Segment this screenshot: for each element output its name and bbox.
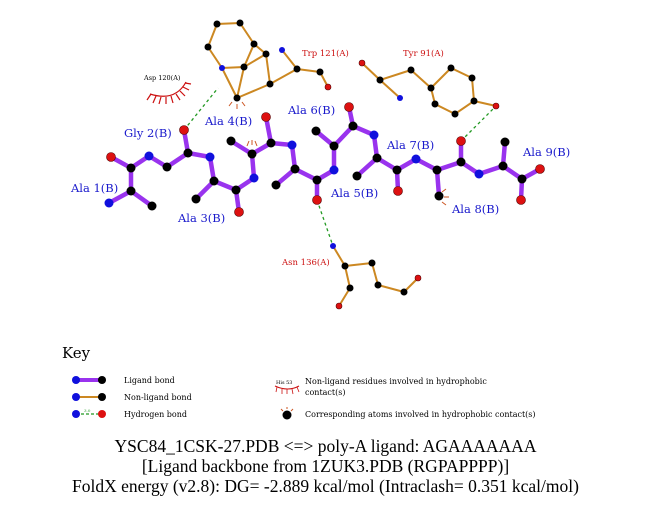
label-gly2: Gly 2(B) [124, 126, 172, 140]
label-asp120: Asp 120(A) [143, 74, 181, 82]
label-ala5: Ala 5(B) [330, 186, 378, 200]
svg-text:His 53: His 53 [276, 380, 292, 386]
hydrogen-bonds [183, 87, 497, 247]
label-ala1: Ala 1(B) [70, 181, 118, 195]
label-ala6: Ala 6(B) [287, 103, 335, 117]
key-ligand-bond: Ligand bond [72, 376, 175, 385]
key-hydrophobic-atoms: Corresponding atoms involved in hydropho… [280, 407, 536, 420]
label-tyr91: Tyr 91(A) [403, 48, 444, 59]
svg-text:Hydrogen bond: Hydrogen bond [124, 410, 187, 419]
key-hydrophobic-residue: His 53 Non-ligand residues involved in h… [274, 377, 487, 397]
label-trp121: Trp 121(A) [302, 48, 349, 59]
label-ala4: Ala 4(B) [204, 114, 252, 128]
svg-text:Corresponding atoms involved i: Corresponding atoms involved in hydropho… [305, 410, 536, 419]
label-asn136: Asn 136(A) [281, 257, 330, 268]
svg-text:Ligand bond: Ligand bond [124, 376, 175, 385]
carbon-atoms [126, 19, 527, 296]
label-ala3: Ala 3(B) [177, 211, 225, 225]
hydrophobic-atom-spokes [228, 101, 449, 206]
label-ala8: Ala 8(B) [451, 202, 499, 216]
caption-line-1: YSC84_1CSK-27.PDB <=> poly-A ligand: AGA… [114, 436, 537, 456]
hydrophobic-residue-asp120 [146, 81, 192, 105]
key-title: Key [62, 344, 91, 362]
key-non-ligand-bond: Non-ligand bond [72, 393, 192, 402]
svg-text:3.0: 3.0 [84, 408, 91, 413]
label-ala7: Ala 7(B) [386, 138, 434, 152]
nitrogen-atoms [104, 47, 484, 249]
ligand-bonds [106, 104, 543, 215]
label-ala9: Ala 9(B) [522, 145, 570, 159]
oxygen-atoms [106, 59, 545, 310]
svg-text:Non-ligand residues involved i: Non-ligand residues involved in hydropho… [305, 377, 487, 386]
ligplot-diagram: Ala 1(B) Gly 2(B) Ala 3(B) Ala 4(B) Ala … [62, 19, 570, 420]
caption-line-3: FoldX energy (v2.8): DG= -2.889 kcal/mol… [72, 476, 579, 496]
svg-text:Non-ligand bond: Non-ligand bond [124, 393, 192, 402]
key-hydrogen-bond: 3.0 Hydrogen bond [72, 408, 187, 419]
caption-line-2: [Ligand backbone from 1ZUK3.PDB (RGPAPPP… [141, 456, 510, 476]
svg-text:contact(s): contact(s) [305, 388, 345, 397]
